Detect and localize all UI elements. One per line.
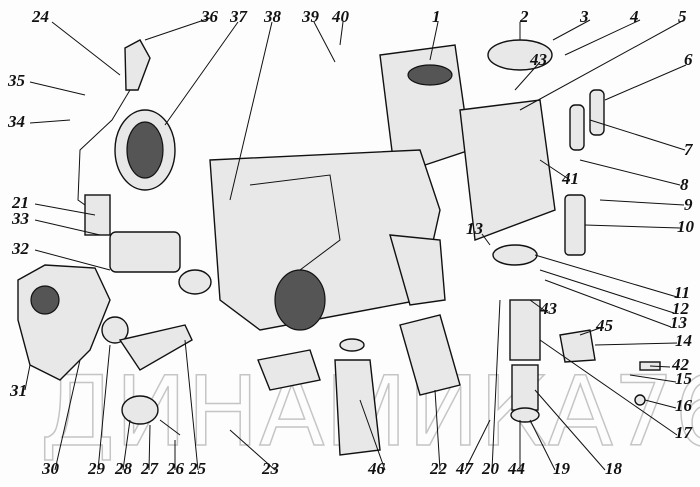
gasket-7 bbox=[589, 89, 605, 136]
label-27: 27 bbox=[140, 459, 160, 478]
label-37: 37 bbox=[229, 7, 249, 26]
hydraulic-tank-1 bbox=[379, 44, 471, 176]
label-13-lower: 13 bbox=[670, 313, 688, 332]
label-3: 3 bbox=[579, 7, 589, 26]
lever-25 bbox=[118, 324, 193, 371]
spring-28 bbox=[121, 395, 159, 425]
fitting-10 bbox=[564, 194, 586, 256]
label-17: 17 bbox=[675, 423, 694, 442]
label-4: 4 bbox=[629, 7, 639, 26]
bracket-23 bbox=[257, 349, 321, 391]
label-44: 44 bbox=[507, 459, 525, 478]
tractor-body bbox=[209, 149, 446, 331]
hydraulic-tank-5 bbox=[459, 39, 605, 256]
fitting-22 bbox=[399, 314, 461, 396]
shaft-assembly bbox=[109, 231, 212, 295]
label-36: 36 bbox=[200, 7, 219, 26]
label-25: 25 bbox=[188, 459, 207, 478]
label-23: 23 bbox=[261, 459, 280, 478]
label-42: 42 bbox=[671, 355, 690, 374]
label-41: 41 bbox=[561, 169, 579, 188]
label-1: 1 bbox=[432, 7, 441, 26]
label-39: 39 bbox=[301, 7, 320, 26]
filter-46 bbox=[334, 359, 381, 456]
label-38: 38 bbox=[263, 7, 282, 26]
lever-knob bbox=[124, 39, 151, 91]
label-6: 6 bbox=[684, 50, 693, 69]
label-34: 34 bbox=[7, 112, 25, 131]
label-19: 19 bbox=[553, 459, 571, 478]
lever-bracket bbox=[84, 194, 111, 236]
head-12 bbox=[492, 244, 538, 266]
filter-18 bbox=[511, 364, 539, 411]
label-13-upper: 13 bbox=[466, 219, 484, 238]
label-31: 31 bbox=[9, 381, 27, 400]
label-16: 16 bbox=[675, 396, 693, 415]
cover-14 bbox=[559, 329, 596, 363]
filter-components bbox=[334, 244, 661, 456]
label-32: 32 bbox=[11, 239, 30, 258]
label-24: 24 bbox=[31, 7, 49, 26]
label-18: 18 bbox=[605, 459, 623, 478]
gear-lever bbox=[77, 39, 151, 236]
clamp-37 bbox=[114, 109, 176, 191]
label-8: 8 bbox=[680, 175, 689, 194]
label-35: 35 bbox=[7, 71, 26, 90]
label-43-top: 43 bbox=[529, 50, 548, 69]
filter-17 bbox=[509, 299, 541, 361]
label-26: 26 bbox=[166, 459, 185, 478]
label-30: 30 bbox=[41, 459, 60, 478]
label-20: 20 bbox=[481, 459, 500, 478]
leader-lines bbox=[24, 17, 687, 471]
label-40: 40 bbox=[331, 7, 350, 26]
label-12: 12 bbox=[672, 299, 690, 318]
label-43-lower: 43 bbox=[539, 299, 558, 318]
label-22: 22 bbox=[429, 459, 448, 478]
label-10: 10 bbox=[677, 217, 695, 236]
label-15: 15 bbox=[675, 369, 693, 388]
label-45: 45 bbox=[595, 316, 614, 335]
ring-44 bbox=[510, 407, 540, 423]
part-labels: 24 36 37 38 39 40 1 2 3 4 5 43 6 7 8 9 1… bbox=[7, 7, 695, 478]
label-33: 33 bbox=[11, 209, 30, 228]
label-28: 28 bbox=[114, 459, 133, 478]
label-47: 47 bbox=[455, 459, 475, 478]
label-21: 21 bbox=[11, 193, 29, 212]
label-11: 11 bbox=[674, 283, 690, 302]
label-2: 2 bbox=[519, 7, 529, 26]
label-46: 46 bbox=[367, 459, 386, 478]
label-5: 5 bbox=[678, 7, 687, 26]
plug-16 bbox=[634, 394, 646, 406]
label-9: 9 bbox=[684, 195, 693, 214]
label-14: 14 bbox=[675, 331, 692, 350]
gasket-6 bbox=[569, 104, 585, 151]
label-7: 7 bbox=[684, 140, 694, 159]
housing-31 bbox=[17, 264, 193, 436]
label-29: 29 bbox=[87, 459, 106, 478]
